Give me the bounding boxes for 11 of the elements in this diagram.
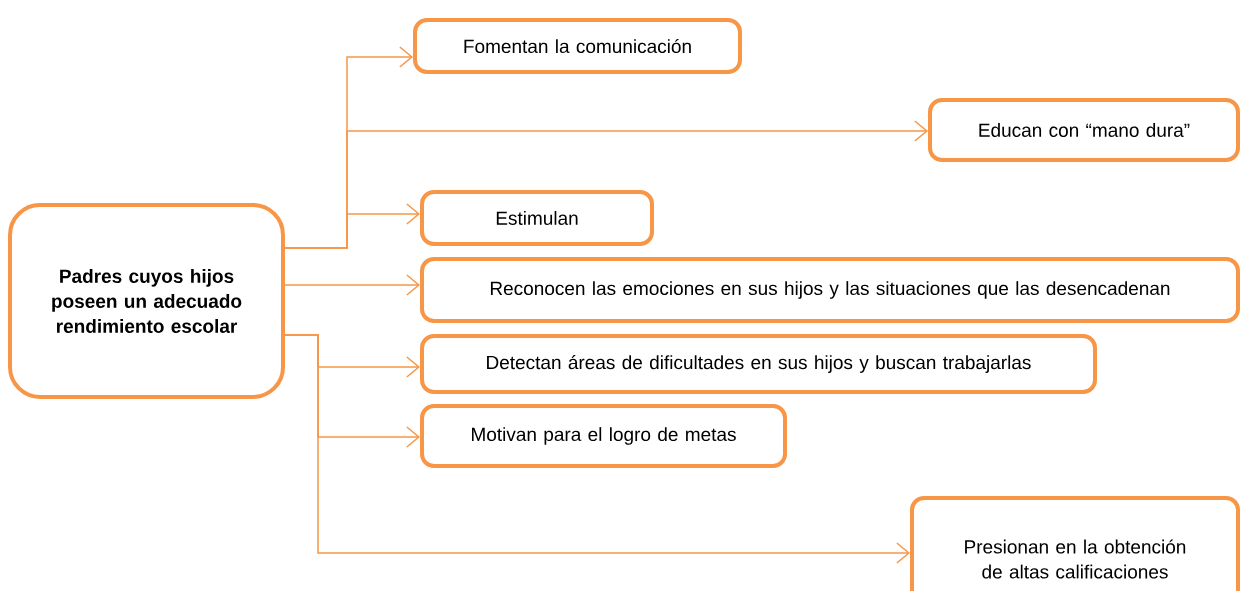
process-box: Detectan áreas de dificultades en sus hijos y buscan trabajarlas [420,334,1097,394]
arrow [284,334,910,564]
process-box: Reconocen las emociones en sus hijos y las situaciones que las desencadenan [420,257,1240,323]
process-box: Fomentan la comunicación [413,18,742,74]
arrow [284,203,420,249]
process-box: Estimulan [420,190,654,246]
arrow [284,274,420,296]
process-box: Presionan en la obtención de altas calificaciones [910,496,1240,591]
process-box: Motivan para el logro de metas [420,404,787,468]
process-box: Padres cuyos hijos poseen un adecuado rendimiento escolar [8,203,285,399]
process-box: Educan con “mano dura” [928,98,1240,162]
